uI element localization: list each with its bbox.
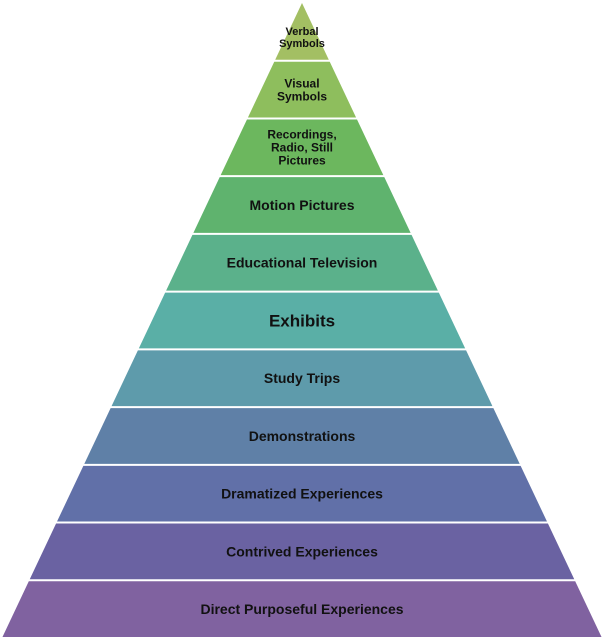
pyramid-level-shape bbox=[57, 465, 547, 522]
pyramid-level-shape bbox=[138, 292, 466, 349]
pyramid-level-shape bbox=[247, 61, 357, 118]
pyramid-level-label: Study Trips bbox=[264, 370, 340, 386]
pyramid-level-label: Dramatized Experiences bbox=[221, 486, 383, 502]
pyramid-level-label: Symbols bbox=[279, 38, 325, 50]
pyramid-level-label: Verbal bbox=[285, 26, 318, 38]
pyramid-level-label: Contrived Experiences bbox=[226, 543, 378, 559]
pyramid-level-label: Exhibits bbox=[269, 311, 335, 330]
pyramid-level-shape bbox=[111, 350, 493, 407]
pyramid-level-label: Radio, Still bbox=[271, 141, 333, 155]
pyramid-level-shape bbox=[29, 523, 575, 580]
pyramid-level: Motion Pictures bbox=[193, 177, 411, 233]
pyramid-level-label: Demonstrations bbox=[249, 428, 356, 444]
pyramid-level-shape bbox=[220, 119, 384, 176]
pyramid-level-shape bbox=[84, 408, 520, 464]
pyramid-level: Educational Television bbox=[166, 234, 438, 291]
pyramid-level-label: Educational Television bbox=[227, 255, 378, 271]
pyramid-level: Dramatized Experiences bbox=[57, 465, 547, 522]
pyramid-level-label: Motion Pictures bbox=[249, 197, 354, 213]
pyramid-level-label: Direct Purposeful Experiences bbox=[200, 601, 403, 617]
pyramid-level: Contrived Experiences bbox=[29, 523, 575, 580]
pyramid-level-shape bbox=[193, 177, 411, 233]
pyramid-level: Study Trips bbox=[111, 350, 493, 407]
pyramid-level: Exhibits bbox=[138, 292, 466, 349]
pyramid-level-shape bbox=[166, 234, 438, 291]
pyramid-level: Direct Purposeful Experiences bbox=[2, 581, 602, 637]
pyramid-level-label: Symbols bbox=[277, 89, 327, 103]
pyramid-level-shape bbox=[275, 3, 329, 60]
pyramid-level-label: Pictures bbox=[278, 154, 326, 168]
pyramid-level-label: Recordings, bbox=[267, 128, 336, 142]
pyramid-level-shape bbox=[2, 581, 602, 637]
pyramid-level-label: Visual bbox=[284, 76, 319, 90]
pyramid-level: Demonstrations bbox=[84, 408, 520, 464]
